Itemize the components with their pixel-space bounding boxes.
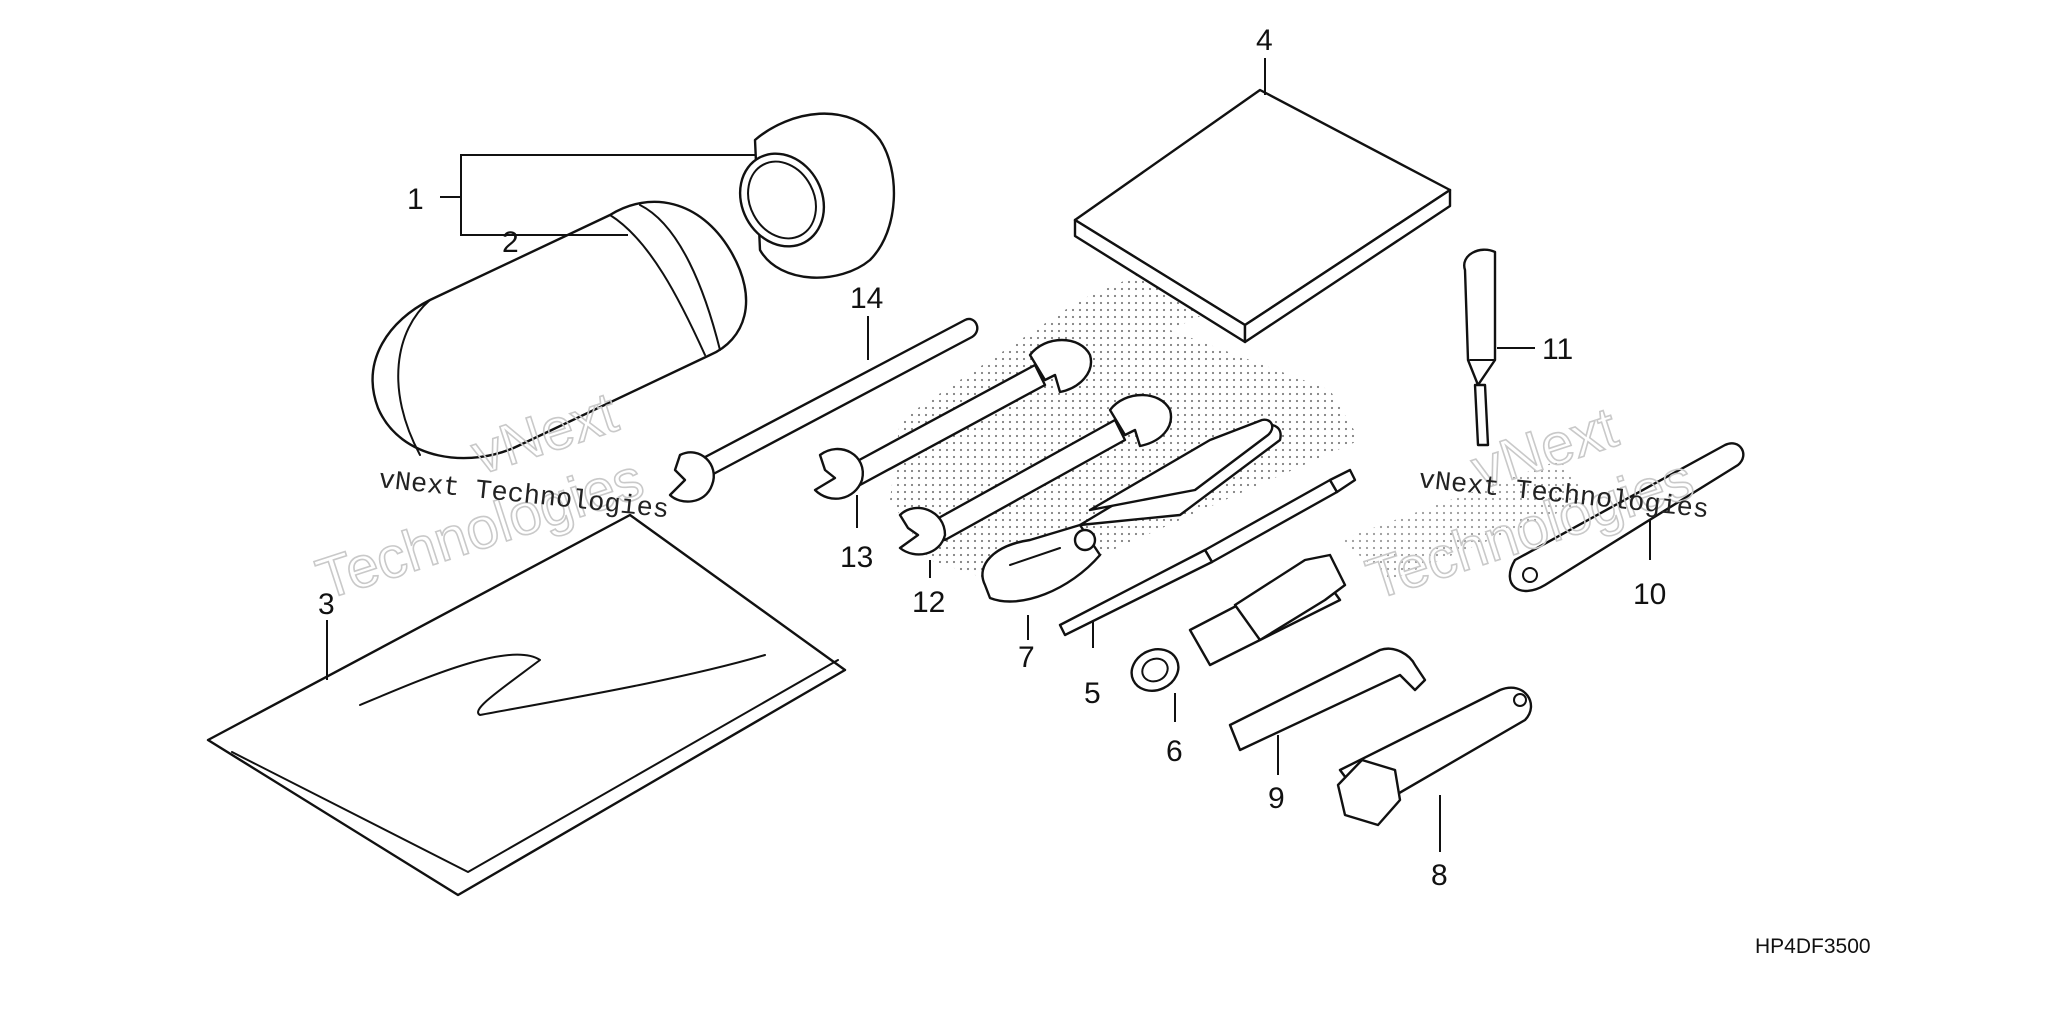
plug-handle [1463, 248, 1497, 447]
open-end-wrench-12 [898, 393, 1173, 556]
screwdriver [1058, 468, 1357, 637]
spark-plug-wrench [1336, 686, 1532, 827]
long-wrench [668, 317, 979, 503]
tool-case [371, 200, 748, 460]
tool-case-cap [738, 112, 896, 279]
tool-bag [206, 513, 847, 897]
callout-5: 5 [1084, 677, 1101, 710]
stipple-shading-right [1340, 460, 1590, 580]
flat-spanner [1508, 442, 1745, 593]
owners-manual [1073, 88, 1452, 344]
callout-2: 2 [502, 226, 519, 259]
callout-7: 7 [1018, 641, 1035, 674]
callout-4: 4 [1256, 24, 1273, 57]
open-end-wrench-13 [813, 338, 1093, 500]
pliers [981, 418, 1282, 603]
callout-9: 9 [1268, 782, 1285, 815]
socket-driver [1130, 553, 1347, 692]
diagram-code: HP4DF3500 [1755, 935, 1871, 958]
hex-key [1228, 647, 1427, 752]
callout-3: 3 [318, 588, 335, 621]
callout-6: 6 [1166, 735, 1183, 768]
callout-labels: 1 2 3 4 5 6 7 8 9 10 11 12 13 14 [318, 24, 1666, 892]
leader-lines [326, 58, 1651, 852]
callout-13: 13 [840, 541, 873, 574]
callout-10: 10 [1633, 578, 1666, 611]
callout-14: 14 [850, 282, 883, 315]
callout-12: 12 [912, 586, 945, 619]
callout-8: 8 [1431, 859, 1448, 892]
callout-11: 11 [1542, 333, 1573, 366]
callout-1: 1 [407, 183, 424, 216]
